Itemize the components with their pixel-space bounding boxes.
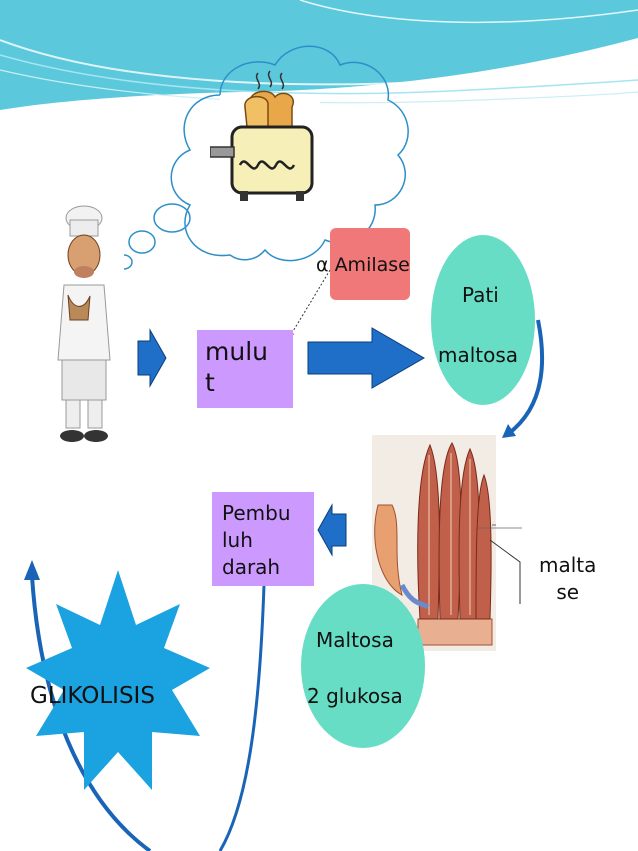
glukosa-label: 2 glukosa <box>307 684 403 708</box>
pembuluh-darah-label: Pembu luh darah <box>222 501 291 579</box>
block-arrow-mulut-to-lambung <box>307 327 426 389</box>
block-arrow-chef-to-mulut <box>137 328 167 388</box>
maltosa-top-label: maltosa <box>438 343 519 367</box>
amilase-label: α Amilase <box>316 254 410 276</box>
glikolisis-label: GLIKOLISIS <box>30 683 155 709</box>
pembuluh-darah-box <box>212 492 314 586</box>
usus-ellipse <box>301 584 425 748</box>
maltase-box <box>523 545 615 607</box>
thought-cloud <box>115 45 409 270</box>
mulut-box <box>197 330 293 408</box>
lambung-ellipse <box>431 235 535 405</box>
pati-label: Pati <box>462 283 499 307</box>
maltosa-bottom-label: Maltosa <box>316 628 394 652</box>
amilase-box <box>330 228 410 300</box>
mulut-label: mulu t <box>205 337 268 397</box>
block-arrow-intestine-to-darah <box>317 503 347 557</box>
header-swoosh <box>0 0 638 110</box>
glikolisis-star <box>26 570 210 790</box>
toaster-icon <box>210 70 320 205</box>
maltase-label: malta se <box>539 553 597 604</box>
chef-thinking-icon <box>44 200 124 450</box>
